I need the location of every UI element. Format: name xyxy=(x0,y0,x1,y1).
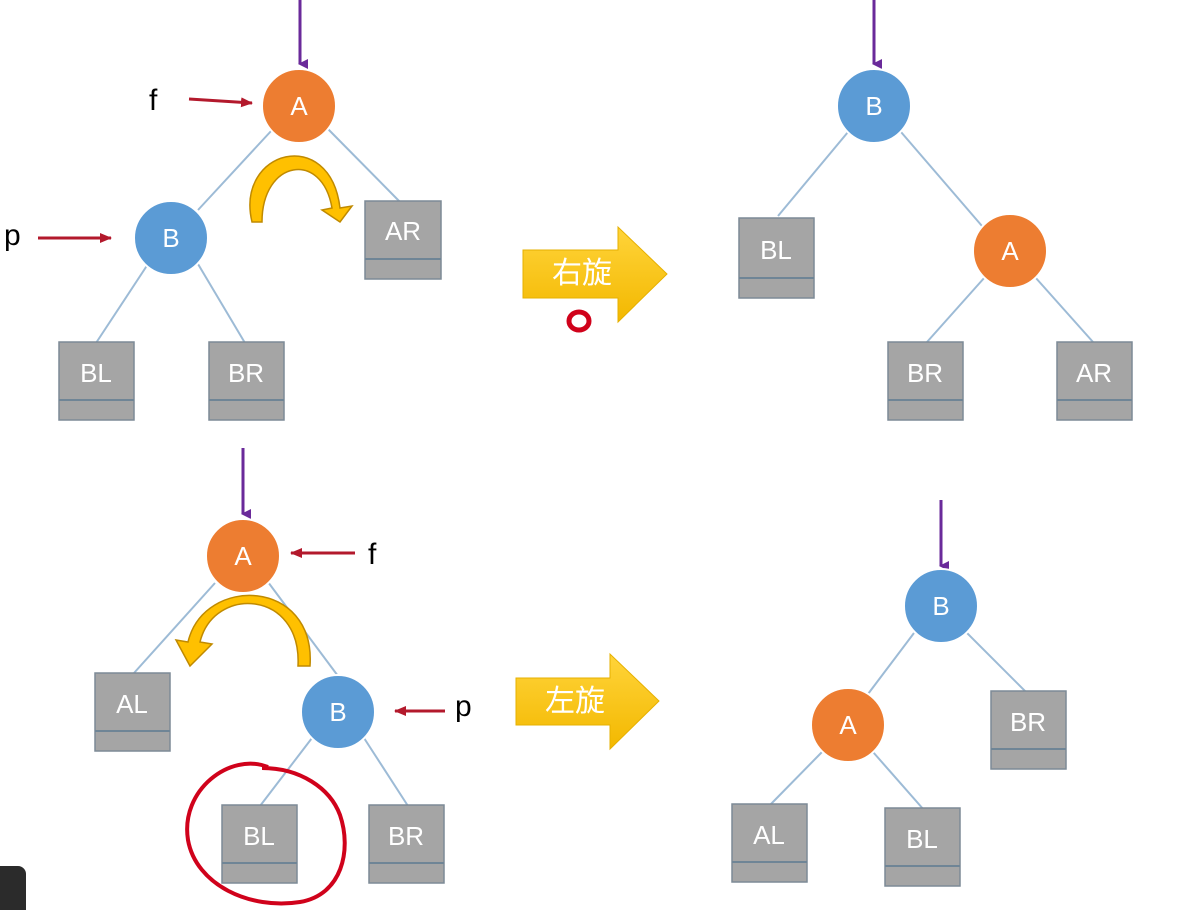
box-ar-after: AR xyxy=(1056,341,1133,421)
edge-a-ar-after xyxy=(1034,276,1094,343)
edge-b-bl-after xyxy=(777,131,849,217)
node-b xyxy=(133,200,209,276)
node-a-after xyxy=(972,213,1048,289)
box-bl: BL xyxy=(58,341,135,421)
box-ar-after-label: AR xyxy=(1076,358,1112,388)
node-a-bottom xyxy=(205,518,281,594)
box-br: BR xyxy=(208,341,285,421)
rotate-counterclockwise-icon xyxy=(174,594,311,668)
box-br-after: BR xyxy=(887,341,964,421)
node-b-after xyxy=(836,68,912,144)
bottom-before-tree: A B AL BL BR f p xyxy=(94,448,472,906)
node-b-bottom-label: B xyxy=(329,697,346,727)
node-a-bottom-after xyxy=(810,687,886,763)
annotation-dot xyxy=(566,309,592,333)
bottom-after-tree: B A BR AL BL xyxy=(731,500,1067,887)
box-br-bottom-after: BR xyxy=(990,690,1067,770)
node-a-label: A xyxy=(290,91,308,121)
node-a-bottom-label: A xyxy=(234,541,252,571)
box-ar-label: AR xyxy=(385,216,421,246)
edge-a-ar xyxy=(326,127,403,205)
box-al: AL xyxy=(94,672,171,752)
rotate-clockwise-icon xyxy=(249,155,354,224)
left-rotate-label: 左旋 xyxy=(545,684,605,719)
right-rotate-arrow: 右旋 xyxy=(522,225,668,324)
box-br-after-label: BR xyxy=(907,358,943,388)
edge-b-a-bottom-after xyxy=(864,632,915,699)
pointer-f-arrow xyxy=(188,97,253,108)
right-rotate-label: 右旋 xyxy=(552,256,612,291)
edge-a-al xyxy=(133,582,216,674)
player-control-tab[interactable] xyxy=(0,866,26,910)
node-b-bottom-after xyxy=(903,568,979,644)
box-br-bottom-after-label: BR xyxy=(1010,707,1046,737)
pointer-p-label: p xyxy=(4,219,21,252)
edge-b-br-bottom xyxy=(363,737,409,807)
box-br-bottom-label: BR xyxy=(388,821,424,851)
box-bl-bottom-label: BL xyxy=(243,821,275,851)
box-bl-label: BL xyxy=(80,358,112,388)
box-al-after-label: AL xyxy=(753,820,785,850)
left-rotate-arrow: 左旋 xyxy=(515,652,660,751)
edge-b-bl xyxy=(95,263,149,344)
box-bl-after-label: BL xyxy=(760,235,792,265)
box-bl-after: BL xyxy=(738,217,815,299)
node-b-bottom-after-label: B xyxy=(932,591,949,621)
node-a-bottom-after-label: A xyxy=(839,710,857,740)
edge-a-bl-after xyxy=(872,751,925,811)
node-b-after-label: B xyxy=(865,91,882,121)
edge-a-b xyxy=(197,129,273,211)
pointer-p-bottom-label: p xyxy=(455,690,472,723)
box-bl-bottom-after-label: BL xyxy=(906,824,938,854)
node-b-label: B xyxy=(162,223,179,253)
annotation-circle xyxy=(185,761,347,906)
edge-a-br-after xyxy=(926,276,986,343)
edge-b-br xyxy=(197,263,246,344)
box-br-label: BR xyxy=(228,358,264,388)
top-before-tree: A B AR BL BR f p xyxy=(4,0,442,421)
pointer-f-bottom-label: f xyxy=(368,538,377,571)
box-al-after: AL xyxy=(731,803,808,883)
box-al-label: AL xyxy=(116,689,148,719)
node-a-after-label: A xyxy=(1001,236,1019,266)
box-bl-bottom-after: BL xyxy=(884,807,961,887)
edge-b-br-bottom-after xyxy=(966,632,1029,695)
top-after-tree: B A BL BR AR xyxy=(738,0,1133,421)
box-bl-bottom: BL xyxy=(221,804,298,884)
node-b-bottom xyxy=(300,674,376,750)
box-br-bottom: BR xyxy=(368,804,445,884)
node-a xyxy=(261,68,337,144)
pointer-f-label: f xyxy=(149,84,158,117)
edge-b-a-after xyxy=(900,131,983,227)
box-ar: AR xyxy=(364,200,442,280)
edge-a-al-after xyxy=(769,751,823,806)
